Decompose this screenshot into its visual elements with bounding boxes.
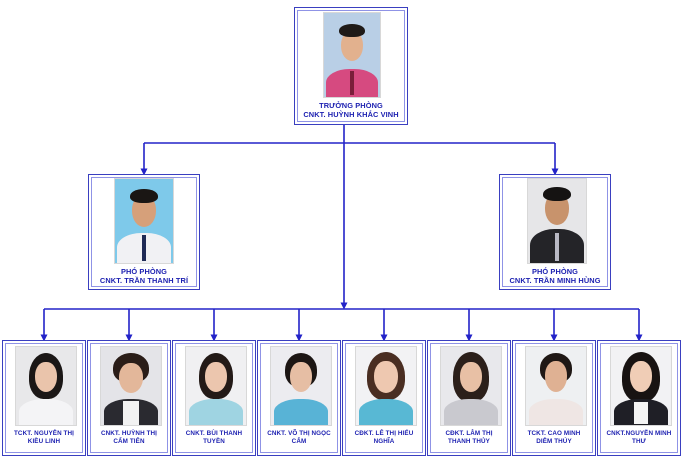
staff-card-4: CNKT. VÕ THỊ NGỌC CẨM: [257, 340, 341, 456]
head-card: TRƯỞNG PHÒNG CNKT. HUỲNH KHẮC VINH: [294, 7, 408, 125]
staff-3-photo: [185, 346, 247, 426]
staff-1-line1: TCKT. NGUYỄN THỊ: [13, 430, 75, 437]
staff-card-7: TCKT. CAO MINH DIỄM THÚY: [512, 340, 596, 456]
staff-2-line1: CNKT. HUỲNH THỊ: [100, 430, 158, 437]
staff-8-photo: [610, 346, 672, 426]
staff-1-line2: KIỀU LINH: [27, 438, 61, 446]
staff-7-line1: TCKT. CAO MINH: [527, 430, 581, 437]
staff-7-caption: TCKT. CAO MINH DIỄM THÚY: [516, 430, 592, 447]
staff-5-photo: [355, 346, 417, 426]
staff-4-line2: CẨM: [291, 438, 307, 446]
staff-card-6: CĐKT. LÂM THỊ THANH THỦY: [427, 340, 511, 456]
staff-6-line1: CĐKT. LÂM THỊ: [445, 430, 493, 437]
staff-2-line2: CẨM TIÊN: [113, 438, 145, 446]
staff-3-caption: CNKT. BÙI THANH TUYỀN: [176, 430, 252, 447]
staff-7-line2: DIỄM THÚY: [536, 438, 572, 446]
staff-6-line2: THANH THỦY: [448, 438, 490, 446]
staff-1-photo: [15, 346, 77, 426]
staff-8-line1: CNKT.NGUYỄN MINH: [606, 430, 672, 437]
staff-card-5: CĐKT. LÊ THỊ HIẾU NGHĨA: [342, 340, 426, 456]
head-name: CNKT. HUỲNH KHẮC VINH: [303, 110, 399, 119]
head-caption: TRƯỞNG PHÒNG CNKT. HUỲNH KHẮC VINH: [298, 101, 404, 119]
staff-5-line2: NGHĨA: [373, 438, 395, 446]
staff-1-caption: TCKT. NGUYỄN THỊ KIỀU LINH: [6, 430, 82, 447]
deputy-right-name: CNKT. TRẦN MINH HÙNG: [509, 276, 601, 285]
head-photo: [323, 12, 381, 98]
staff-8-line2: THƯ: [632, 438, 646, 446]
staff-2-photo: [100, 346, 162, 426]
staff-7-photo: [525, 346, 587, 426]
staff-card-1: TCKT. NGUYỄN THỊ KIỀU LINH: [2, 340, 86, 456]
deputy-card-left: PHÓ PHÒNG CNKT. TRẦN THANH TRÍ: [88, 174, 200, 290]
staff-4-caption: CNKT. VÕ THỊ NGỌC CẨM: [261, 430, 337, 447]
deputy-left-caption: PHÓ PHÒNG CNKT. TRẦN THANH TRÍ: [92, 267, 196, 285]
head-title: TRƯỞNG PHÒNG: [319, 101, 383, 110]
staff-4-photo: [270, 346, 332, 426]
staff-card-3: CNKT. BÙI THANH TUYỀN: [172, 340, 256, 456]
staff-6-caption: CĐKT. LÂM THỊ THANH THỦY: [431, 430, 507, 447]
deputy-right-photo: [527, 178, 587, 264]
staff-5-caption: CĐKT. LÊ THỊ HIẾU NGHĨA: [346, 430, 422, 447]
staff-5-line1: CĐKT. LÊ THỊ HIẾU: [354, 430, 414, 437]
staff-card-2: CNKT. HUỲNH THỊ CẨM TIÊN: [87, 340, 171, 456]
staff-8-caption: CNKT.NGUYỄN MINH THƯ: [601, 430, 677, 447]
deputy-left-name: CNKT. TRẦN THANH TRÍ: [99, 276, 189, 285]
deputy-left-photo: [114, 178, 174, 264]
deputy-right-title: PHÓ PHÒNG: [531, 267, 579, 276]
deputy-card-right: PHÓ PHÒNG CNKT. TRẦN MINH HÙNG: [499, 174, 611, 290]
staff-2-caption: CNKT. HUỲNH THỊ CẨM TIÊN: [91, 430, 167, 447]
staff-4-line1: CNKT. VÕ THỊ NGỌC: [267, 430, 331, 437]
staff-card-8: CNKT.NGUYỄN MINH THƯ: [597, 340, 681, 456]
deputy-left-title: PHÓ PHÒNG: [120, 267, 168, 276]
staff-6-photo: [440, 346, 502, 426]
staff-3-line2: TUYỀN: [203, 438, 225, 446]
deputy-right-caption: PHÓ PHÒNG CNKT. TRẦN MINH HÙNG: [503, 267, 607, 285]
staff-3-line1: CNKT. BÙI THANH: [185, 430, 243, 437]
